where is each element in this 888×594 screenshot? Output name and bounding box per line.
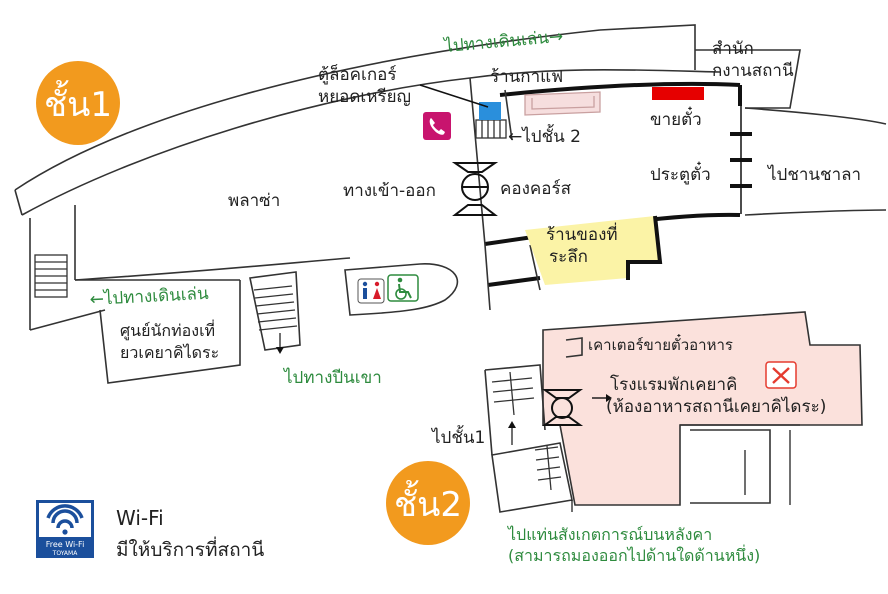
tourist-center-label-line2: ยวเคยาคิไดระ (120, 343, 219, 362)
wifi-icon (46, 504, 84, 535)
cafe-label: ร้านกาแฟ (490, 67, 563, 87)
door-icon (451, 162, 499, 216)
wifi-badge-line2: TOYAMA (52, 550, 79, 557)
floor1-stairs-to-floor2 (475, 119, 507, 139)
direction-arrows (276, 333, 612, 512)
plaza-label: พลาซ่า (228, 191, 280, 211)
wifi-title: Wi-Fi (116, 506, 164, 530)
locker-label-line2: หยอดเหรียญ (318, 87, 411, 107)
food-counter-label: เคาเตอร์ขายตั๋วอาหาร (588, 333, 733, 354)
observation-label-line1: ไปแท่นสังเกตการณ์บนหลังคา (506, 525, 712, 544)
to-floor2-label: ←ไปชั้น 2 (508, 124, 581, 147)
walkway-top-label: ไปทางเดินเล่น→ (442, 26, 564, 57)
wheelchair-icon (387, 274, 419, 302)
floor1-badge-label: ชั้น1 (44, 80, 112, 125)
souvenir-label-line2: ระลึก (549, 247, 588, 267)
station-office-label-line1: สำนัก (712, 39, 754, 59)
tourist-center-label-line1: ศูนย์นักท่องเที่ (120, 319, 215, 341)
station-office-label-line2: กงานสถานี (712, 61, 794, 81)
restaurant-label-line1: โรงแรมพักเคยาคิ (610, 374, 737, 395)
walkway-left-label: ←ไปทางเดินเล่น (89, 283, 209, 310)
observation-label-line2: (สามารถมองออกไปด้านใดด้านหนึ่ง) (508, 544, 760, 565)
floor2-badge: ชั้น2 (386, 461, 470, 545)
floor2-structure (484, 337, 800, 513)
door-icon (541, 389, 584, 426)
souvenir-label-line1: ร้านของที่ (546, 222, 618, 245)
floor2-stairs-left (491, 371, 535, 416)
to-platform-label: ไปชานชาลา (766, 164, 861, 185)
floor2-badge-label: ชั้น2 (394, 480, 462, 525)
restaurant-icon (765, 361, 797, 389)
wifi-badge-line1: Free Wi-Fi (46, 540, 85, 549)
entrance-label: ทางเข้า-ออก (343, 181, 436, 201)
locker-pointer-line (419, 84, 489, 108)
wifi-description: มีให้บริการที่สถานี (116, 536, 264, 561)
phone-icon (423, 112, 451, 140)
ticket-gate-label: ประตูตั๋ว (650, 161, 711, 185)
to-floor1-label: ไปชั้น1 (430, 425, 485, 448)
to-mountain-label: ไปทางปีนเขา (282, 367, 382, 388)
floor1-structure (14, 24, 887, 384)
locker-label-line1: ตู้ล็อคเกอร์ (318, 63, 396, 85)
concourse-label: คองคอร์ส (500, 179, 572, 199)
floor1-stairs-left (34, 254, 68, 298)
restaurant-label-line2: (ห้องอาหารสถานีเคยาคิไดระ) (606, 396, 826, 417)
cafe-area (524, 91, 601, 116)
wifi-badge: Free Wi-Fi TOYAMA (36, 500, 94, 558)
floor2-stairs-right (534, 445, 562, 491)
floor1-badge: ชั้น1 (36, 61, 120, 145)
restroom-icon (357, 278, 385, 304)
floor1-stairs-mountain (253, 285, 298, 331)
ticket-sales-label: ขายตั๋ว (650, 106, 702, 130)
ticket-counter-marker (652, 87, 704, 100)
